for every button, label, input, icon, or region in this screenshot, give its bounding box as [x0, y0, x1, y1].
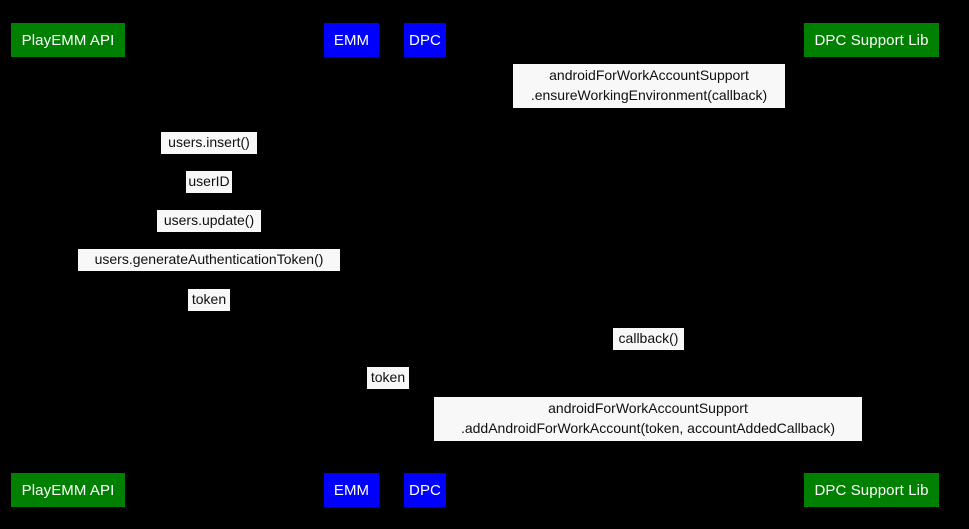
lifeline-playemm-api	[68, 57, 69, 473]
message-users-insert[interactable]: users.insert()	[161, 132, 257, 154]
message-add-android-for-work-account-line2: .addAndroidForWorkAccount(token, account…	[460, 419, 836, 436]
message-ensure-working-environment[interactable]: androidForWorkAccountSupport .ensureWork…	[513, 64, 785, 108]
message-userid[interactable]: userID	[186, 171, 232, 193]
message-generate-authentication-token-label: users.generateAuthenticationToken()	[94, 251, 324, 267]
participant-header-emm-label: EMM	[333, 31, 370, 49]
message-add-android-for-work-account-line1: androidForWorkAccountSupport	[548, 400, 748, 416]
participant-footer-dpc-label: DPC	[409, 481, 441, 499]
message-ensure-working-environment-line1: androidForWorkAccountSupport	[549, 67, 749, 83]
message-add-android-for-work-account[interactable]: androidForWorkAccountSupport .addAndroid…	[434, 397, 862, 441]
participant-footer-emm[interactable]: EMM	[324, 473, 379, 507]
message-users-update[interactable]: users.update()	[157, 210, 261, 232]
message-generate-authentication-token[interactable]: users.generateAuthenticationToken()	[78, 249, 340, 271]
participant-footer-playemm-api[interactable]: PlayEMM API	[11, 473, 125, 507]
participant-header-dpc-label: DPC	[409, 31, 441, 49]
message-token-to-dpc-label: token	[370, 369, 406, 385]
message-ensure-working-environment-line2: .ensureWorkingEnvironment(callback)	[530, 86, 768, 103]
message-callback-label: callback()	[618, 330, 679, 346]
participant-footer-emm-label: EMM	[333, 481, 370, 499]
participant-footer-dpc-support-lib-label: DPC Support Lib	[814, 481, 929, 499]
message-users-update-label: users.update()	[163, 212, 255, 228]
lifeline-dpc	[425, 57, 426, 473]
participant-header-dpc[interactable]: DPC	[404, 23, 446, 57]
participant-header-emm[interactable]: EMM	[324, 23, 379, 57]
message-token-to-dpc[interactable]: token	[367, 367, 409, 389]
participant-footer-dpc-support-lib[interactable]: DPC Support Lib	[804, 473, 939, 507]
participant-header-dpc-support-lib[interactable]: DPC Support Lib	[804, 23, 939, 57]
lifeline-dpc-support-lib	[871, 57, 872, 473]
participant-footer-dpc[interactable]: DPC	[404, 473, 446, 507]
message-callback[interactable]: callback()	[613, 328, 684, 350]
participant-footer-playemm-api-label: PlayEMM API	[21, 481, 115, 499]
message-token-to-emm-label: token	[191, 291, 227, 307]
lifeline-emm	[351, 57, 352, 473]
message-token-to-emm[interactable]: token	[188, 289, 230, 311]
message-users-insert-label: users.insert()	[168, 134, 250, 150]
participant-header-playemm-api[interactable]: PlayEMM API	[11, 23, 125, 57]
message-userid-label: userID	[188, 173, 230, 189]
participant-header-playemm-api-label: PlayEMM API	[21, 31, 115, 49]
participant-header-dpc-support-lib-label: DPC Support Lib	[814, 31, 929, 49]
